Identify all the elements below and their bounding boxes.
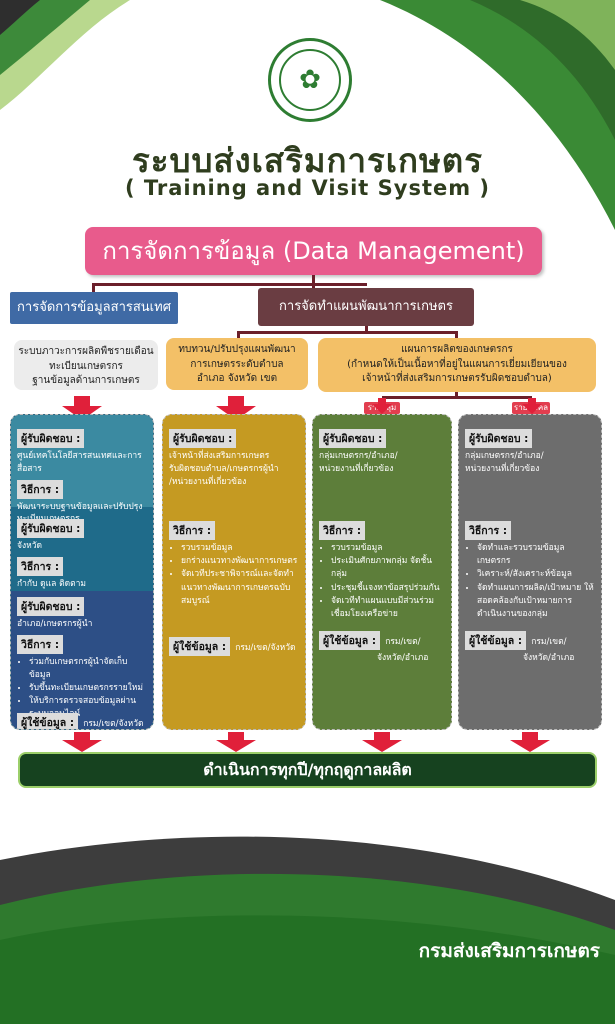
arrow-down-icon	[510, 732, 550, 752]
users-text: กรม/เขต/	[385, 637, 421, 647]
arrow-down-icon	[216, 732, 256, 752]
responsible-label: ผู้รับผิดชอบ :	[465, 429, 533, 448]
responsible-text: ศูนย์เทคโนโลยีสารสนเทศและการสื่อสาร	[17, 451, 142, 474]
list-item: ร่วมกับเกษตรกรผู้นำจัดเก็บข้อมูล	[29, 656, 147, 682]
connector-line	[237, 331, 457, 334]
users-text: จังหวัด/อำเภอ	[523, 653, 575, 663]
list-item: ประชุมชี้แจงหาข้อสรุปร่วมกัน	[331, 582, 445, 595]
list-item: จัดทำและรวบรวมข้อมูลเกษตรกร	[477, 542, 595, 568]
method-list: จัดทำและรวบรวมข้อมูลเกษตรกร วิเคราะห์/สั…	[465, 542, 595, 621]
connector-line	[455, 392, 458, 398]
seal-logo: ✿	[268, 38, 352, 122]
individual-plan-column: ผู้รับผิดชอบ : กลุ่มเกษตรกร/อำเภอ/หน่วยง…	[458, 414, 602, 730]
responsible-label: ผู้รับผิดชอบ :	[17, 597, 85, 616]
responsible-text: อำเภอ/เกษตรกรผู้นำ	[17, 619, 93, 629]
connector-line	[237, 331, 240, 338]
list-item: ยกร่างแนวทางพัฒนาการเกษตร	[181, 555, 299, 568]
info-system-box: ระบบภาวะการผลิตพืชรายเดือนทะเบียนเกษตรกร…	[14, 340, 158, 390]
method-text: กำกับ ดูแล ติดตาม	[17, 578, 87, 589]
users-label: ผู้ใช้ข้อมูล :	[319, 631, 381, 650]
arrow-down-icon	[362, 732, 402, 752]
users-text: กรม/เขต/	[531, 637, 567, 647]
connector-line	[92, 283, 95, 293]
connector-line	[455, 331, 458, 338]
list-item: รวบรวมข้อมูล	[181, 542, 299, 555]
responsible-text: กลุ่มเกษตรกร/อำเภอ/หน่วยงานที่เกี่ยวข้อง	[319, 451, 398, 474]
responsible-label: ผู้รับผิดชอบ :	[17, 519, 85, 538]
dept-seal-icon: ✿	[279, 49, 341, 111]
data-management-box: การจัดการข้อมูล (Data Management)	[85, 227, 542, 275]
list-item: รวบรวมข้อมูล	[331, 542, 445, 555]
list-item: จัดเวทีทำแผนแบบมีส่วนร่วม เชื่อมโยงเครือ…	[331, 595, 445, 621]
users-label: ผู้ใช้ข้อมูล :	[465, 631, 527, 650]
plan-review-box: ทบทวน/ปรับปรุงแผนพัฒนาการเกษตรระดับตำบลอ…	[166, 338, 308, 390]
arrow-down-icon	[522, 398, 542, 414]
responsible-text: กลุ่มเกษตรกร/อำเภอ/หน่วยงานที่เกี่ยวข้อง	[465, 451, 544, 474]
list-item: วิเคราะห์/สังเคราะห์ข้อมูล	[477, 568, 595, 581]
users-text: กรม/เขต/จังหวัด	[83, 719, 144, 729]
responsible-text: จังหวัด	[17, 541, 43, 551]
annual-operation-banner: ดำเนินการทุกปี/ทุกฤดูกาลผลิต	[18, 752, 597, 788]
plan-review-column: ผู้รับผิดชอบ : เจ้าหน้าที่ส่งเสริมการเกษ…	[162, 414, 306, 730]
footer-org-name: กรมส่งเสริมการเกษตร	[418, 940, 600, 962]
list-item: รับขึ้นทะเบียนเกษตรกรรายใหม่	[29, 682, 147, 695]
agri-plan-heading: การจัดทำแผนพัฒนาการเกษตร	[258, 288, 474, 326]
arrow-down-icon	[372, 398, 392, 414]
connector-line	[92, 283, 367, 286]
method-label: วิธีการ :	[17, 479, 64, 499]
arrow-down-icon	[62, 396, 102, 420]
connector-line	[365, 326, 368, 332]
users-label: ผู้ใช้ข้อมูล :	[17, 713, 79, 729]
responsible-label: ผู้รับผิดชอบ :	[319, 429, 387, 448]
list-item: ประเมินศักยภาพกลุ่ม จัดชั้นกลุ่ม	[331, 555, 445, 581]
users-label: ผู้ใช้ข้อมูล :	[169, 637, 231, 656]
method-label: วิธีการ :	[17, 634, 64, 654]
arrow-down-icon	[216, 396, 256, 420]
info-management-column: ผู้รับผิดชอบ : ศูนย์เทคโนโลยีสารสนเทศและ…	[10, 414, 154, 730]
info-management-heading: การจัดการข้อมูลสารสนเทศ	[10, 292, 178, 324]
group-plan-column: ผู้รับผิดชอบ : กลุ่มเกษตรกร/อำเภอ/หน่วยง…	[312, 414, 452, 730]
list-item: จัดทำแผนการผลิต/เป้าหมาย ให้สอดคล้องกับเ…	[477, 582, 595, 622]
connector-line	[382, 396, 532, 399]
responsible-label: ผู้รับผิดชอบ :	[17, 429, 85, 448]
responsible-text: เจ้าหน้าที่ส่งเสริมการเกษตรรับผิดชอบตำบล…	[169, 451, 279, 487]
users-text: กรม/เขต/จังหวัด	[235, 643, 296, 653]
list-item: จัดเวทีประชาพิจารณ์และจัดทำแนวทางพัฒนากา…	[181, 568, 299, 608]
method-label: วิธีการ :	[319, 521, 366, 540]
method-label: วิธีการ :	[17, 556, 64, 576]
method-label: วิธีการ :	[465, 521, 512, 540]
connector-line	[312, 275, 315, 288]
arrow-down-icon	[62, 732, 102, 752]
method-list: รวบรวมข้อมูล ยกร่างแนวทางพัฒนาการเกษตร จ…	[169, 542, 299, 608]
method-list: รวบรวมข้อมูล ประเมินศักยภาพกลุ่ม จัดชั้น…	[319, 542, 445, 621]
page-subtitle: ( Training and Visit System )	[124, 176, 491, 200]
production-plan-box: แผนการผลิตของเกษตรกร(กำหนดให้เป็นเนื้อหา…	[318, 338, 596, 392]
users-text: จังหวัด/อำเภอ	[377, 653, 429, 663]
page-title: ระบบส่งเสริมการเกษตร	[132, 141, 483, 180]
responsible-label: ผู้รับผิดชอบ :	[169, 429, 237, 448]
method-label: วิธีการ :	[169, 521, 216, 540]
